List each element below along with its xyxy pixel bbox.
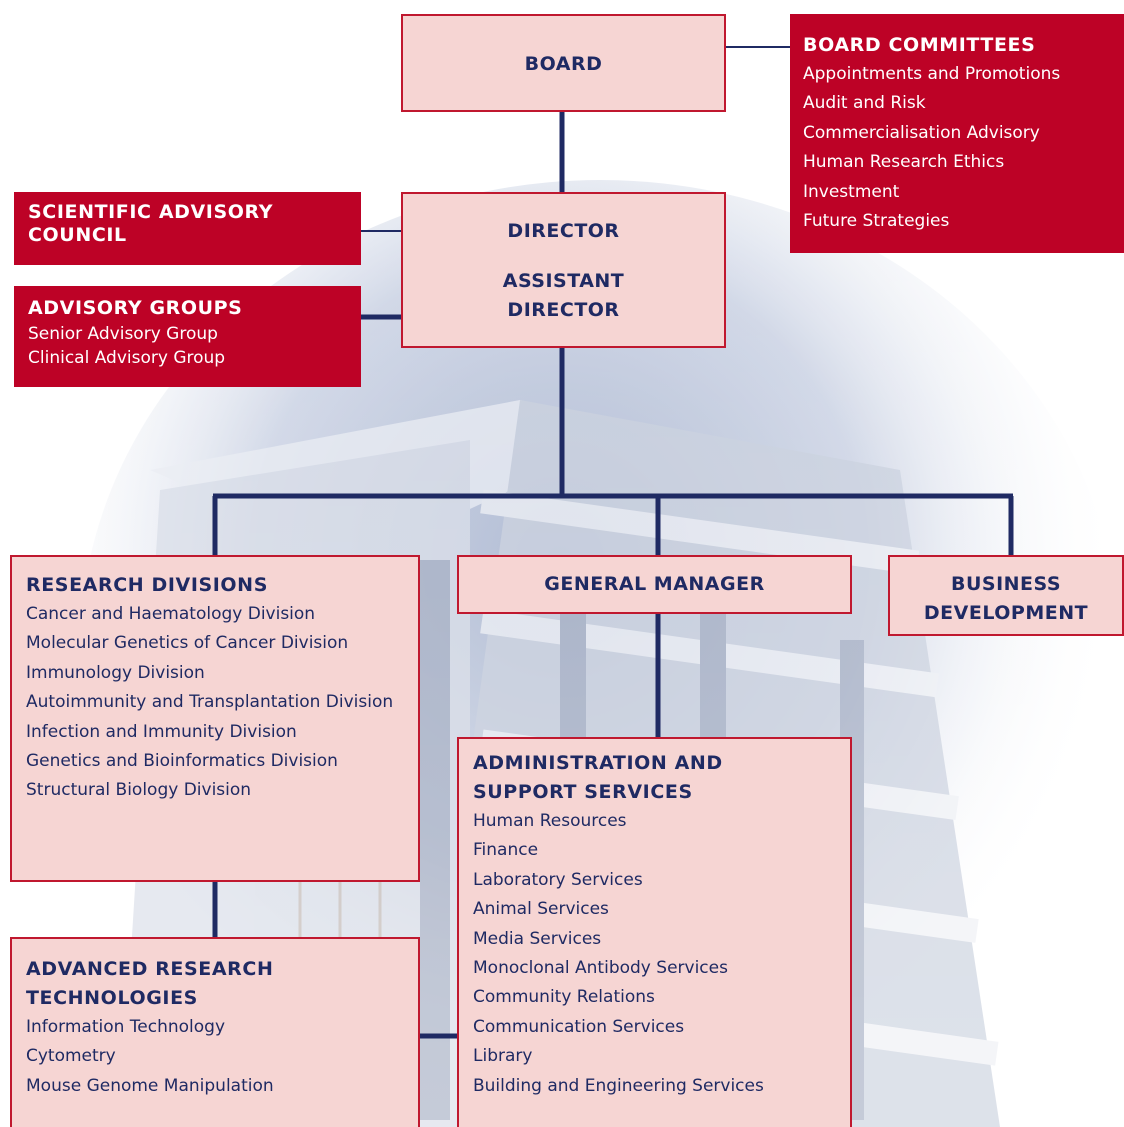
advisory-groups-box: ADVISORY GROUPS Senior Advisory Group Cl… (14, 286, 361, 387)
business-development-title-line1: BUSINESS (950, 573, 1062, 595)
advisory-groups-title: ADVISORY GROUPS (28, 297, 243, 319)
board-committees-title: BOARD COMMITTEES (803, 34, 1036, 56)
board-box: BOARD (401, 14, 726, 112)
business-development-box: BUSINESS DEVELOPMENT (888, 555, 1124, 636)
list-item: Appointments and Promotions (803, 64, 1061, 84)
list-item: Mouse Genome Manipulation (26, 1075, 274, 1096)
list-item: Senior Advisory Group (28, 324, 218, 344)
list-item: Future Strategies (803, 211, 950, 232)
business-development-title-line2: DEVELOPMENT (923, 602, 1089, 624)
list-item: Media Services (473, 928, 602, 949)
list-item: Finance (473, 840, 539, 861)
list-item: Genetics and Bioinformatics Division (26, 751, 338, 772)
list-item: Investment (803, 181, 900, 202)
director-title: DIRECTOR (507, 220, 620, 242)
list-item: Infection and Immunity Division (26, 721, 297, 742)
list-item: Cytometry (26, 1046, 116, 1067)
list-item: Monoclonal Antibody Services (473, 958, 728, 979)
list-item: Clinical Advisory Group (28, 348, 226, 368)
list-item: Immunology Division (26, 662, 205, 683)
scientific-advisory-council-box: SCIENTIFIC ADVISORY COUNCIL (14, 192, 361, 265)
research-divisions-title: RESEARCH DIVISIONS (26, 574, 268, 596)
list-item: Human Resources (473, 811, 627, 831)
assistant-director-line1: ASSISTANT (502, 270, 625, 292)
list-item: Community Relations (473, 987, 655, 1008)
general-manager-box: GENERAL MANAGER (457, 555, 852, 614)
research-divisions-box: RESEARCH DIVISIONS Cancer and Haematolog… (10, 555, 420, 882)
advanced-research-technologies-box: ADVANCED RESEARCH TECHNOLOGIES Informati… (10, 937, 420, 1127)
scientific-advisory-council-title-line2: COUNCIL (28, 224, 127, 246)
board-title: BOARD (524, 53, 603, 75)
list-item: Library (473, 1046, 533, 1067)
board-committees-box: BOARD COMMITTEES Appointments and Promot… (790, 14, 1124, 253)
list-item: Commercialisation Advisory (803, 122, 1040, 143)
administration-title-line1: ADMINISTRATION AND (473, 752, 723, 774)
list-item: Laboratory Services (473, 869, 643, 890)
list-item: Information Technology (26, 1017, 226, 1037)
advanced-research-title-line1: ADVANCED RESEARCH (26, 958, 274, 980)
director-box: DIRECTOR ASSISTANT DIRECTOR (401, 192, 726, 348)
list-item: Human Research Ethics (803, 152, 1005, 173)
scientific-advisory-council-title-line1: SCIENTIFIC ADVISORY (28, 201, 274, 223)
list-item: Animal Services (473, 899, 609, 920)
general-manager-title: GENERAL MANAGER (544, 573, 765, 595)
list-item: Cancer and Haematology Division (26, 604, 316, 624)
administration-title-line2: SUPPORT SERVICES (473, 781, 693, 803)
list-item: Autoimmunity and Transplantation Divisio… (26, 692, 394, 713)
list-item: Molecular Genetics of Cancer Division (26, 633, 349, 654)
assistant-director-line2: DIRECTOR (507, 299, 620, 321)
administration-support-services-box: ADMINISTRATION AND SUPPORT SERVICES Huma… (457, 737, 852, 1127)
list-item: Audit and Risk (803, 93, 926, 114)
list-item: Communication Services (473, 1016, 685, 1037)
list-item: Building and Engineering Services (473, 1075, 764, 1096)
advanced-research-title-line2: TECHNOLOGIES (26, 987, 198, 1009)
list-item: Structural Biology Division (26, 780, 252, 801)
